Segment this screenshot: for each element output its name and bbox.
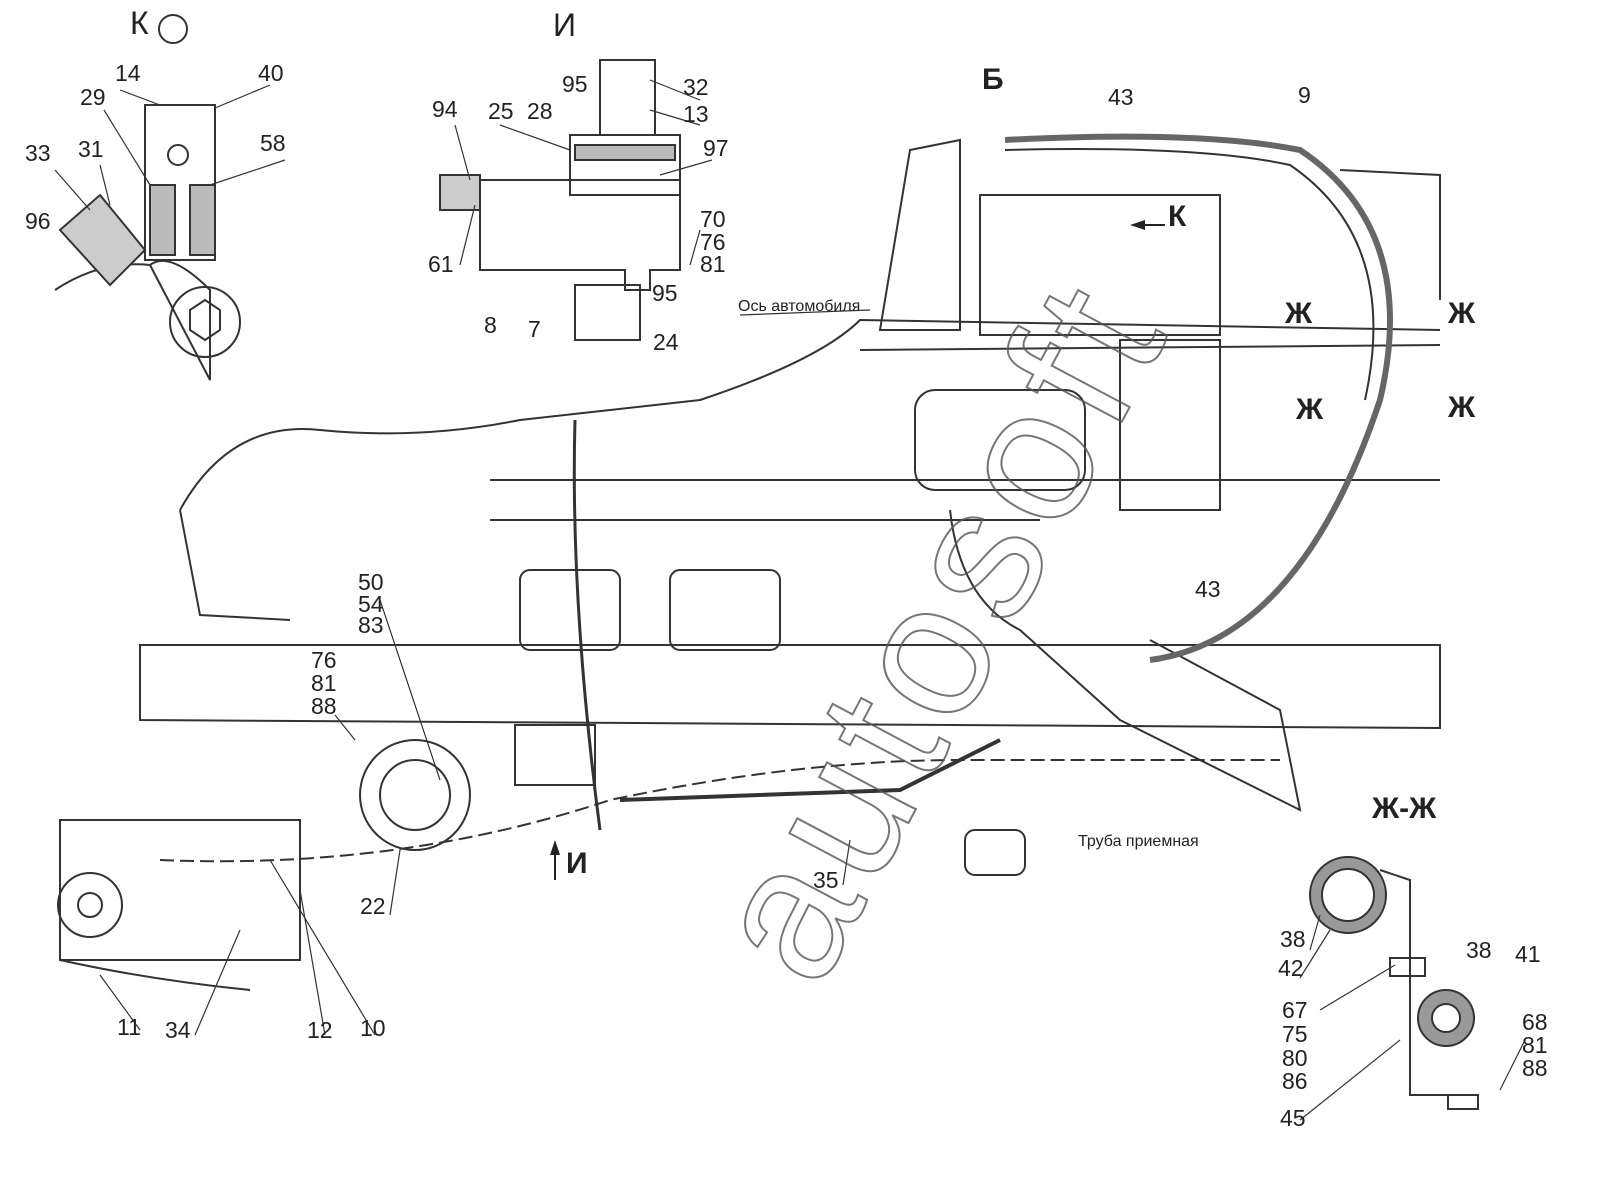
part-label: 14 xyxy=(115,60,141,86)
part-label: 75 xyxy=(1282,1021,1308,1047)
part-label: 81 xyxy=(1522,1032,1548,1058)
view-b-title: Б xyxy=(982,63,1004,96)
view-i-detail xyxy=(439,59,681,341)
part-label: 88 xyxy=(311,693,337,719)
part-label: 94 xyxy=(432,96,458,122)
part-label: 7 xyxy=(528,316,541,342)
part-label: 22 xyxy=(360,893,386,919)
part-label: 8 xyxy=(484,312,497,338)
view-k-detail xyxy=(54,104,241,381)
part-label: 50 xyxy=(358,569,384,595)
part-label: 80 xyxy=(1282,1045,1308,1071)
part-label: 67 xyxy=(1282,997,1308,1023)
view-i-title: И xyxy=(553,7,576,43)
part-label: 31 xyxy=(78,136,104,162)
axis-caption: Ось автомобиля xyxy=(738,298,861,315)
chassis-outline xyxy=(57,133,1441,991)
leader-lines xyxy=(54,79,1526,1121)
direction-arrows xyxy=(550,220,1165,880)
part-label: 43 xyxy=(1108,84,1134,110)
part-label: 24 xyxy=(653,329,679,355)
part-label: 9 xyxy=(1298,82,1311,108)
part-label: 12 xyxy=(307,1017,333,1043)
part-label: 10 xyxy=(360,1015,386,1041)
part-label: 32 xyxy=(683,74,709,100)
part-label: 81 xyxy=(311,670,337,696)
part-label: 13 xyxy=(683,101,709,127)
part-label: 96 xyxy=(25,208,51,234)
part-label: 97 xyxy=(703,135,729,161)
part-label: 61 xyxy=(428,251,454,277)
part-label: 38 xyxy=(1466,937,1492,963)
view-i-arrow-label: И xyxy=(566,847,588,880)
part-label: 45 xyxy=(1280,1105,1306,1131)
part-label: 11 xyxy=(117,1014,141,1040)
part-label: 95 xyxy=(562,71,588,97)
part-label: 70 xyxy=(700,206,726,232)
part-label: 41 xyxy=(1515,941,1541,967)
part-label: 28 xyxy=(527,98,553,124)
part-label: 40 xyxy=(258,60,284,86)
part-label: 43 xyxy=(1195,576,1221,602)
part-label: 42 xyxy=(1278,955,1304,981)
part-label: 95 xyxy=(652,280,678,306)
pipe-caption: Труба приемная xyxy=(1078,833,1199,850)
part-label: 34 xyxy=(165,1017,191,1043)
part-label: 86 xyxy=(1282,1068,1308,1094)
part-label: 81 xyxy=(700,251,726,277)
part-label: 38 xyxy=(1280,926,1306,952)
part-label: 25 xyxy=(488,98,514,124)
view-k-title: К xyxy=(130,5,149,41)
part-label: 88 xyxy=(1522,1055,1548,1081)
section-mark: Ж xyxy=(1448,391,1476,424)
section-mark: Ж xyxy=(1296,393,1324,426)
part-label: 33 xyxy=(25,140,51,166)
part-label: 35 xyxy=(813,867,839,893)
part-label: 29 xyxy=(80,84,106,110)
part-label: 68 xyxy=(1522,1009,1548,1035)
section-zh-zh xyxy=(1309,856,1479,1110)
section-mark: Ж xyxy=(1285,297,1313,330)
section-title: Ж-Ж xyxy=(1372,792,1437,825)
part-label: 54 xyxy=(358,591,384,617)
view-k-arrow-label: К xyxy=(1168,200,1187,233)
part-label: 83 xyxy=(358,612,384,638)
part-label: 58 xyxy=(260,130,286,156)
part-label: 76 xyxy=(311,647,337,673)
section-mark: Ж xyxy=(1448,297,1476,330)
part-label: 76 xyxy=(700,229,726,255)
rotate-icon xyxy=(158,14,188,44)
